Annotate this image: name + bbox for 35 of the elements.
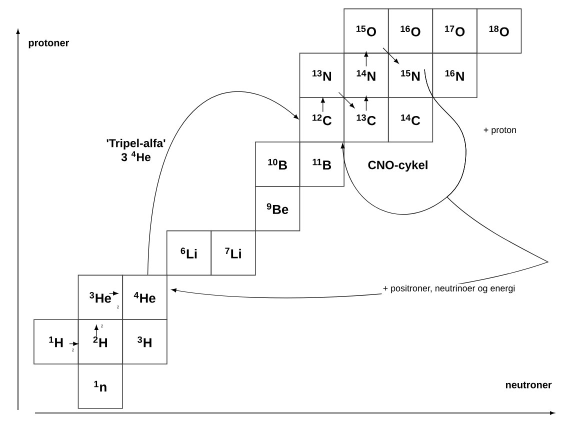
nuclide-cell: $^{12}$C bbox=[299, 97, 344, 142]
nuclide-cell: $^{3}$H bbox=[122, 319, 168, 364]
nuclide-cell: $^{1}$n bbox=[78, 364, 123, 409]
arrow bbox=[148, 92, 299, 276]
arrow bbox=[320, 98, 325, 112]
cycle-label: CNO-cykel bbox=[368, 160, 428, 172]
arrow bbox=[69, 342, 78, 346]
nuclide-cell: $^{14}$N bbox=[344, 52, 389, 98]
axis-label: protoner bbox=[28, 40, 70, 48]
nuclide-cell: $^{9}$Be bbox=[255, 186, 300, 232]
arrow bbox=[364, 96, 368, 111]
nuclide-cell: $^{15}$N bbox=[388, 52, 434, 98]
arrow bbox=[108, 291, 118, 296]
nuclide-cell: $^{6}$Li bbox=[166, 230, 212, 276]
nuclide-cell: $^{15}$O bbox=[344, 8, 389, 54]
nuclide-cell: $^{13}$C bbox=[344, 97, 389, 142]
edge-label: + proton bbox=[482, 126, 518, 136]
nuclide-cell: $^{13}$N bbox=[299, 52, 344, 98]
arrow bbox=[382, 48, 399, 64]
nuclide-cell: $^{11}$B bbox=[299, 142, 344, 187]
edge-label: 'Tripel-alfa' 3 $^{4}$He bbox=[106, 138, 166, 162]
arrow bbox=[94, 325, 98, 337]
axis-label: neutroner bbox=[506, 382, 552, 388]
nuclide-cell: $^{16}$O bbox=[388, 8, 434, 54]
nuclide-cell: $^{7}$Li bbox=[210, 230, 256, 276]
nuclide-cell: $^{18}$O bbox=[476, 8, 522, 54]
nuclide-cell: $^{10}$B bbox=[255, 142, 300, 187]
edge-label: + positroner, neutrinoer og energi bbox=[382, 284, 516, 294]
arrow bbox=[171, 69, 548, 298]
nuclide-cell: $^{16}$N bbox=[432, 52, 478, 98]
nuclide-cell: $^{4}$He bbox=[122, 274, 168, 320]
arrow bbox=[338, 92, 355, 108]
arrow bbox=[364, 52, 368, 67]
nuclide-cell: $^{17}$O bbox=[432, 8, 478, 54]
nuclide-cell: $^{14}$C bbox=[388, 97, 434, 142]
